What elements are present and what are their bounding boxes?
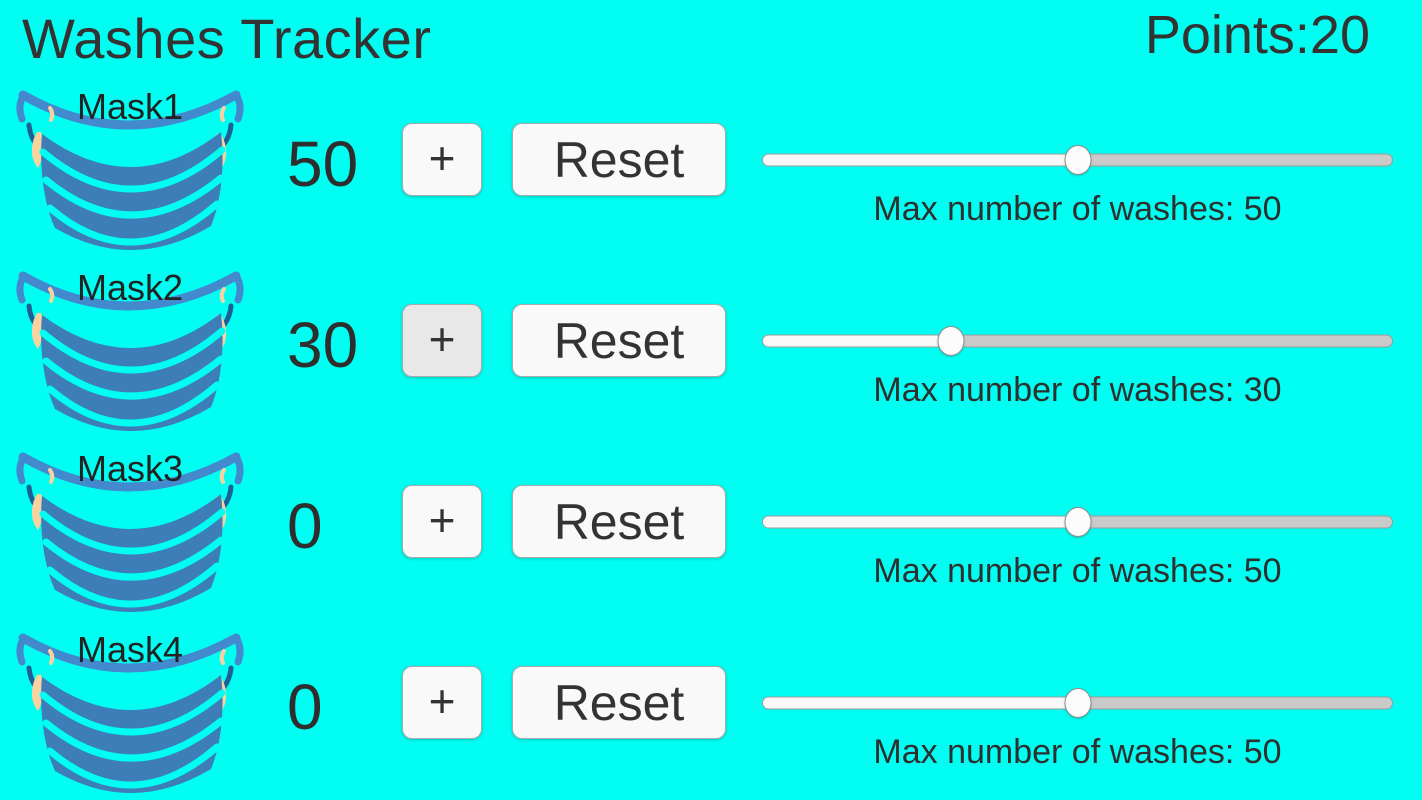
mask-image: Mask1 (15, 82, 245, 250)
slider-track[interactable] (762, 334, 1393, 348)
increment-button[interactable]: + (402, 485, 482, 558)
max-washes-slider[interactable] (762, 323, 1393, 359)
page-title: Washes Tracker (22, 7, 432, 70)
slider-fill (763, 335, 952, 347)
mask-label: Mask2 (76, 267, 184, 308)
max-washes-slider[interactable] (762, 685, 1393, 721)
max-washes-slider[interactable] (762, 142, 1393, 178)
mask-row: Mask1 50 + Reset Max number of washes: 5… (0, 82, 1422, 263)
max-washes-label: Max number of washes: 50 (873, 190, 1282, 228)
slider-fill (763, 697, 1078, 709)
slider-fill (763, 154, 1078, 166)
mask-image: Mask3 (15, 444, 245, 612)
washes-count: 0 (287, 671, 323, 743)
increment-button[interactable]: + (402, 123, 482, 196)
max-washes-slider[interactable] (762, 504, 1393, 540)
slider-thumb[interactable] (937, 326, 965, 356)
washes-count: 50 (287, 128, 359, 200)
max-washes-label: Max number of washes: 50 (873, 733, 1282, 771)
slider-thumb[interactable] (1064, 507, 1091, 537)
mask-label: Mask1 (76, 86, 184, 127)
mask-label: Mask3 (76, 448, 184, 489)
washes-count: 30 (287, 309, 359, 381)
points-display: Points:20 (1145, 4, 1370, 66)
increment-button[interactable]: + (402, 304, 482, 377)
mask-label: Mask4 (76, 629, 184, 670)
slider-thumb[interactable] (1064, 145, 1091, 175)
mask-row: Mask3 0 + Reset Max number of washes: 50 (0, 444, 1422, 625)
slider-fill (763, 516, 1078, 528)
slider-thumb[interactable] (1064, 688, 1091, 718)
max-washes-label: Max number of washes: 30 (873, 371, 1282, 409)
reset-button[interactable]: Reset (512, 123, 726, 196)
points-label: Points: (1144, 5, 1310, 65)
reset-button[interactable]: Reset (512, 304, 726, 377)
points-value: 20 (1309, 5, 1370, 65)
mask-row: Mask4 0 + Reset Max number of washes: 50 (0, 625, 1422, 800)
mask-image: Mask2 (15, 263, 245, 431)
mask-image: Mask4 (15, 625, 245, 793)
mask-row: Mask2 30 + Reset Max number of washes: 3… (0, 263, 1422, 444)
increment-button[interactable]: + (402, 666, 482, 739)
reset-button[interactable]: Reset (512, 666, 726, 739)
washes-count: 0 (287, 490, 323, 562)
max-washes-label: Max number of washes: 50 (873, 552, 1282, 590)
reset-button[interactable]: Reset (512, 485, 726, 558)
